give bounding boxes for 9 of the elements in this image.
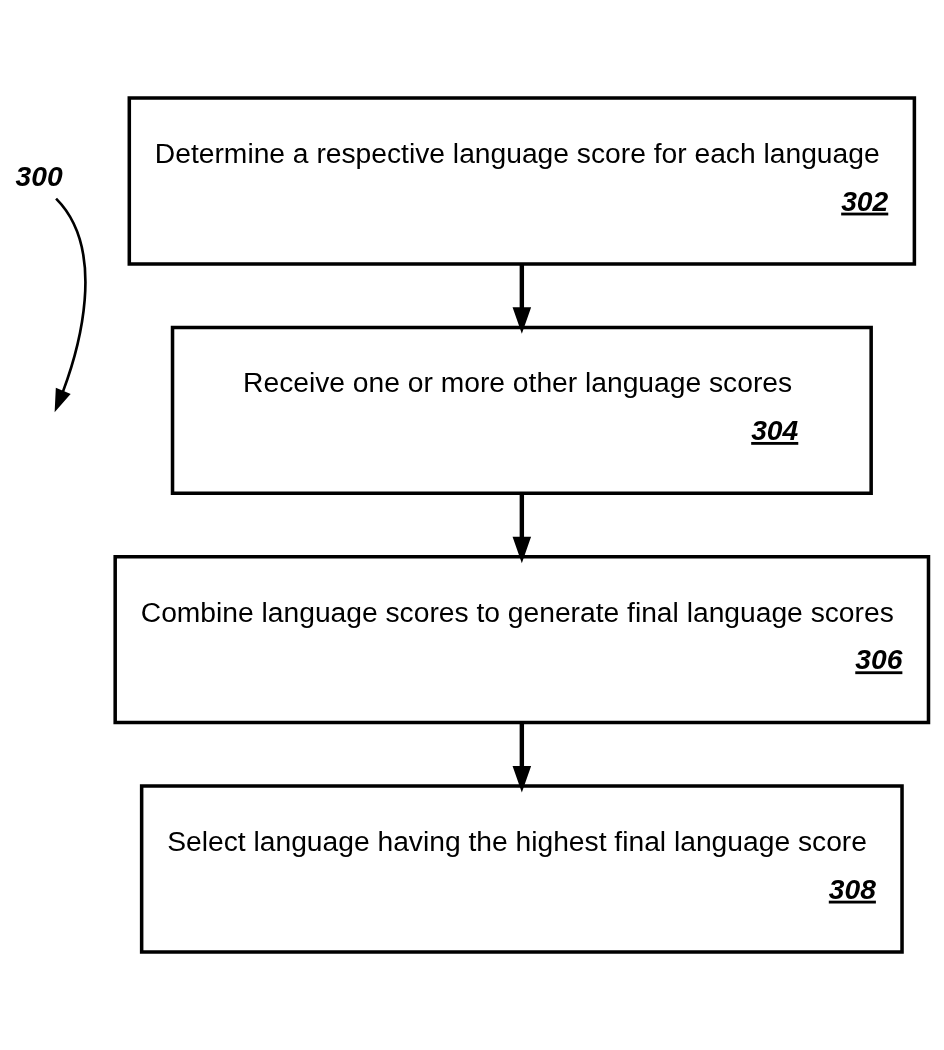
arrow: [512, 493, 532, 564]
node-box: Select language having the highest final language score 308: [139, 784, 904, 954]
node-box: Combine language scores to generate final language scores 306: [113, 555, 931, 725]
node-box: Determine a respective language score for each language 302: [127, 96, 917, 266]
arrow: [512, 264, 532, 334]
arrow: [512, 722, 532, 793]
node-text: 300: [15, 159, 63, 192]
node-box: Receive one or more other language scores 304: [170, 325, 873, 495]
arrow: [54, 197, 87, 413]
